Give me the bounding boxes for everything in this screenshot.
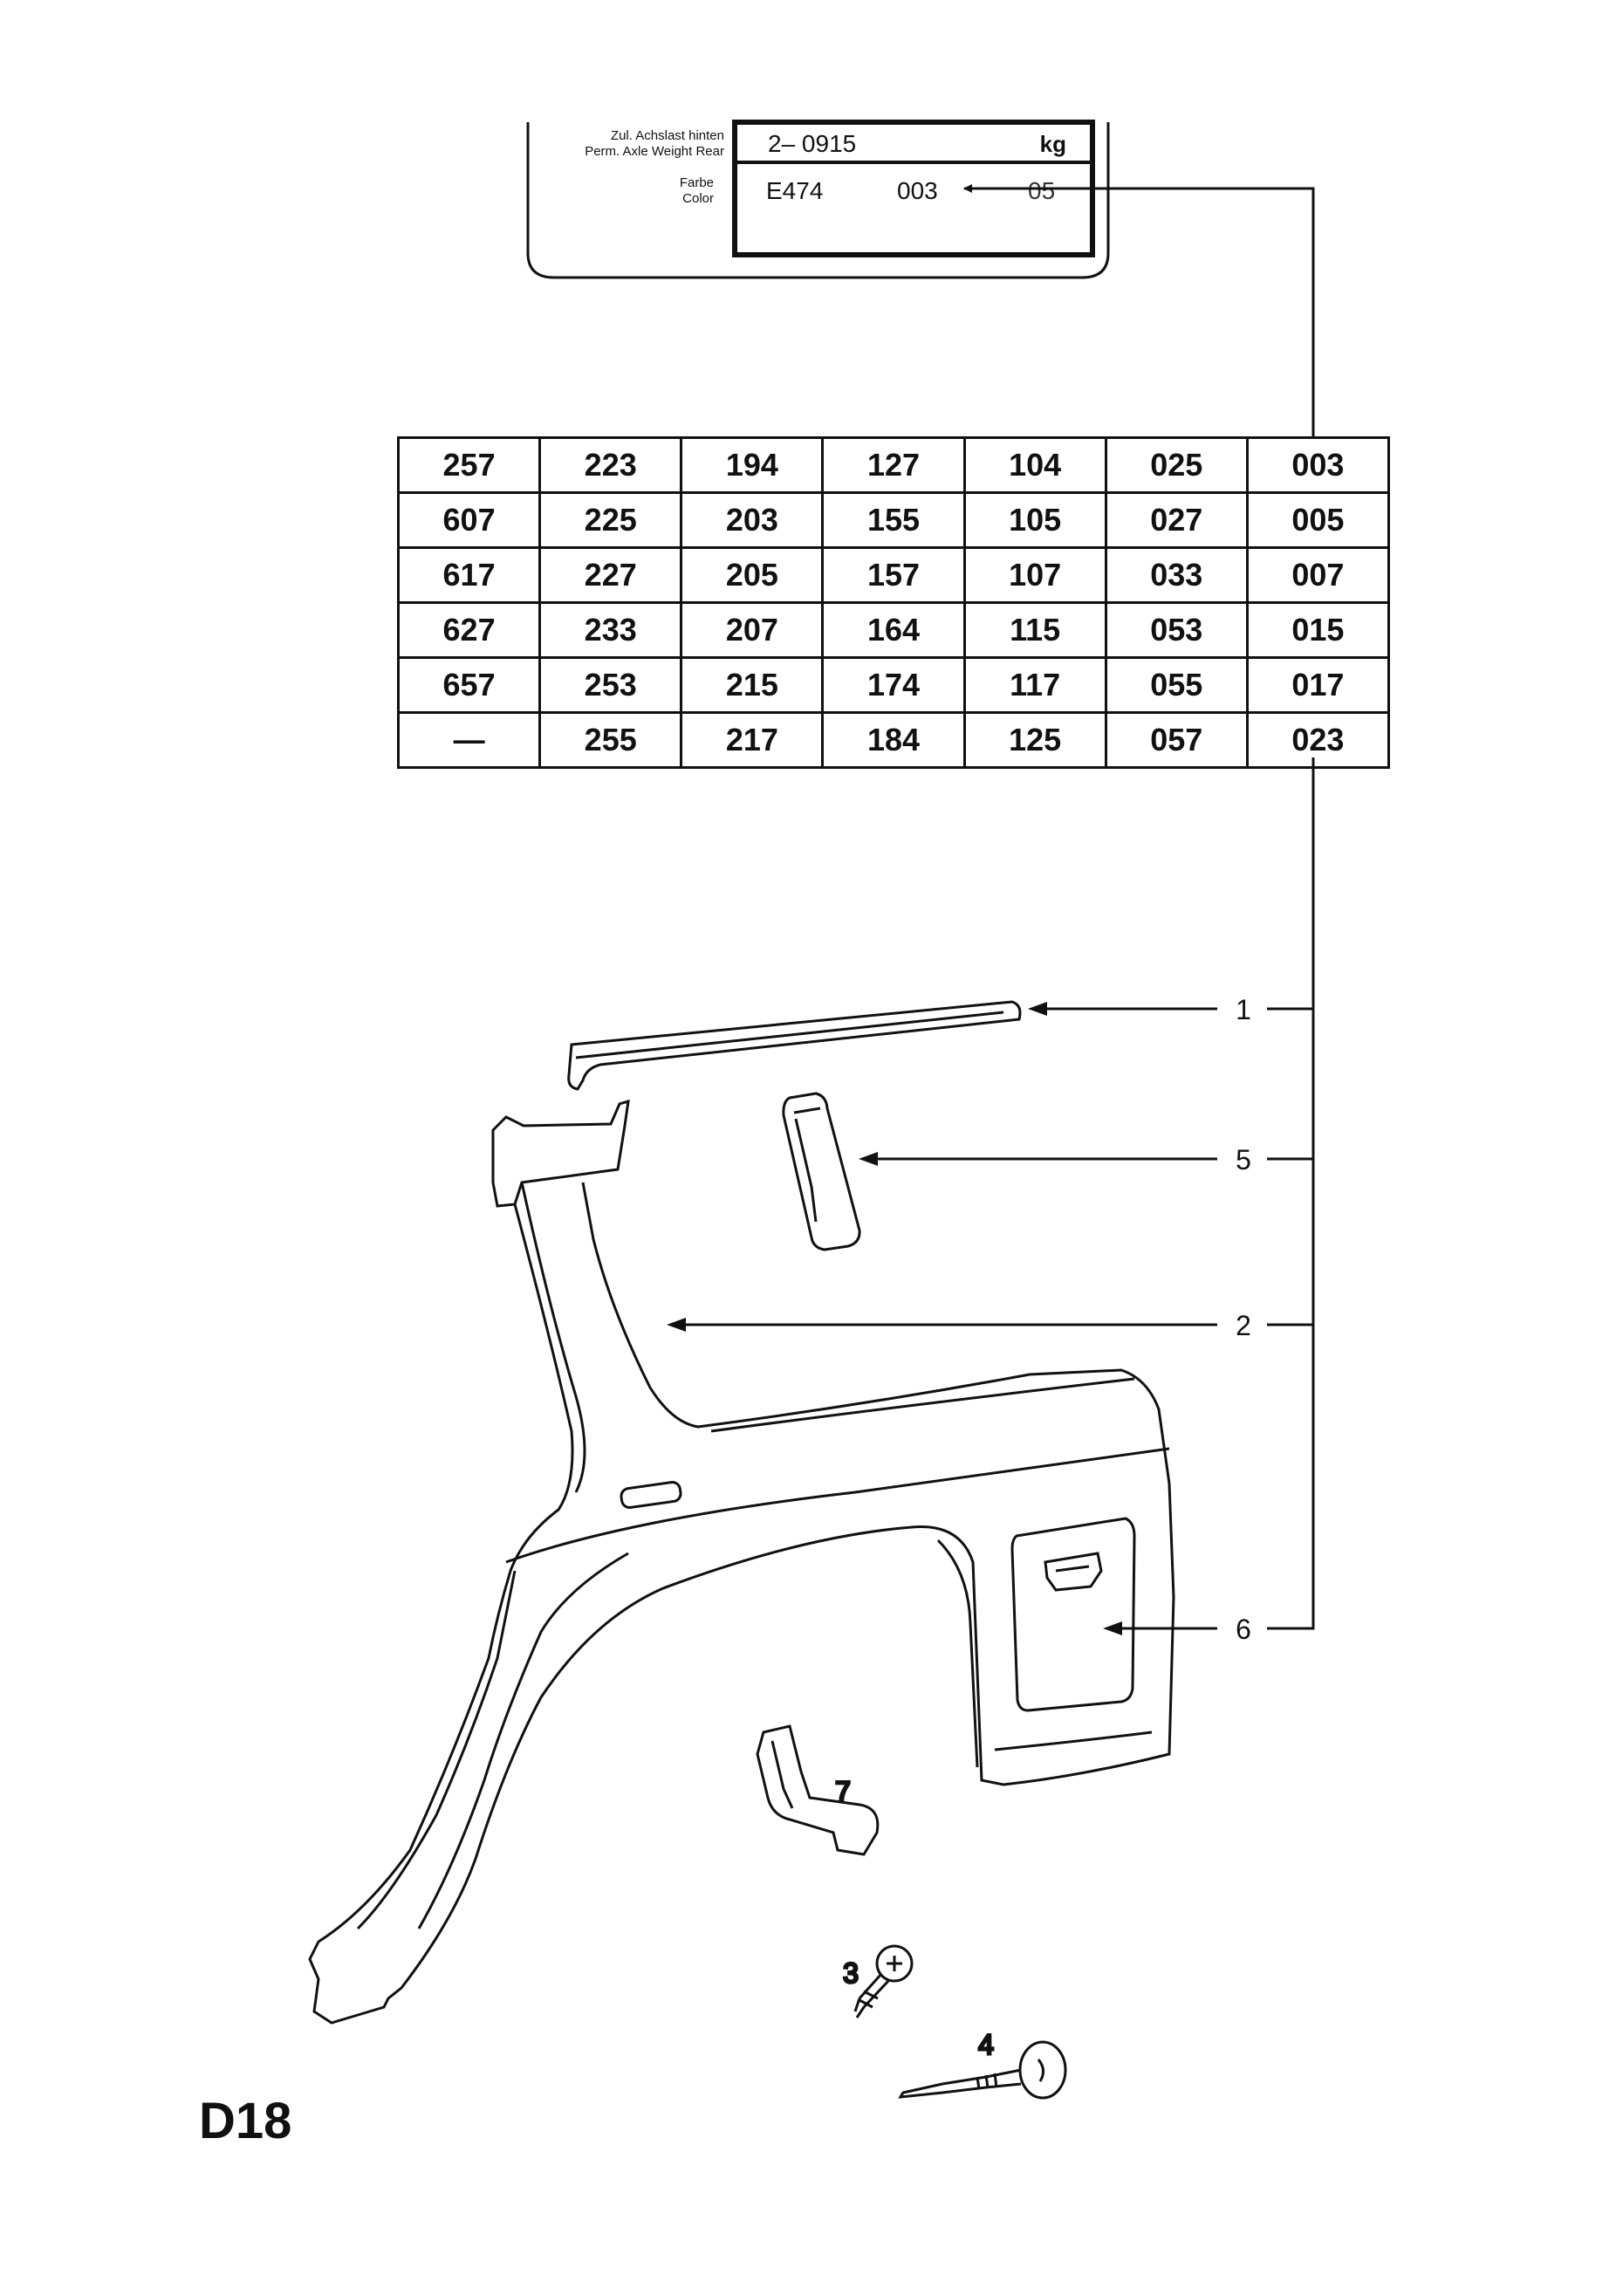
callout-6-number: 6 <box>1236 1614 1251 1645</box>
table-cell: 205 <box>680 546 825 604</box>
color-label-en: Color <box>682 191 714 206</box>
table-cell: 104 <box>962 436 1107 494</box>
table-cell: 194 <box>680 436 825 494</box>
table-cell: 257 <box>396 436 542 494</box>
table-cell: 207 <box>680 601 825 659</box>
table-cell: 027 <box>1104 491 1249 549</box>
table-cell: 227 <box>538 546 683 604</box>
table-cell: 023 <box>1245 711 1391 769</box>
table-cell: 174 <box>821 656 966 714</box>
table-cell: 117 <box>962 656 1107 714</box>
part-7-bracket: 7 <box>756 1724 880 1856</box>
part-4-fastener: 4 <box>898 2028 1067 2100</box>
table-cell: 217 <box>680 711 825 769</box>
color-code: E474 <box>766 177 823 204</box>
table-cell: 617 <box>396 546 542 604</box>
table-cell: 164 <box>821 601 966 659</box>
table-cell: 115 <box>962 601 1107 659</box>
callout-5-number: 5 <box>1236 1144 1251 1175</box>
axle-label-en: Perm. Axle Weight Rear <box>585 144 724 159</box>
table-cell: 017 <box>1245 656 1391 714</box>
axle-weight-unit: kg <box>1040 131 1066 157</box>
callout-6: 6 <box>1103 1614 1315 1645</box>
table-cell: 033 <box>1104 546 1249 604</box>
table-cell: 255 <box>538 711 683 769</box>
id-plate: Zul. Achslast hinten Perm. Axle Weight R… <box>526 120 1110 279</box>
table-cell: 025 <box>1104 436 1249 494</box>
table-cell: 233 <box>538 601 683 659</box>
table-cell: 157 <box>821 546 966 604</box>
table-cell: 015 <box>1245 601 1391 659</box>
table-cell: 203 <box>680 491 825 549</box>
table-cell: 107 <box>962 546 1107 604</box>
plate-leader-arrow <box>963 184 1315 436</box>
table-cell: 657 <box>396 656 542 714</box>
callout-3-number: 3 <box>843 1957 859 1989</box>
part-2-wheel-arch-trim <box>308 1099 1175 2025</box>
table-cell: 253 <box>538 656 683 714</box>
part-1-moulding-strip <box>567 1000 1022 1091</box>
table-cell: 105 <box>962 491 1107 549</box>
axle-weight-value: 2– 0915 <box>768 130 856 157</box>
axle-label-de: Zul. Achslast hinten <box>611 128 724 143</box>
table-cell: 225 <box>538 491 683 549</box>
table-cell: 607 <box>396 491 542 549</box>
table-cell: 055 <box>1104 656 1249 714</box>
table-cell: 053 <box>1104 601 1249 659</box>
callout-2-number: 2 <box>1236 1310 1251 1341</box>
color-number: 003 <box>897 177 938 204</box>
color-label-de: Farbe <box>680 175 714 190</box>
callout-5: 5 <box>859 1144 1313 1175</box>
callout-4-number: 4 <box>978 2029 994 2060</box>
table-cell: 057 <box>1104 711 1249 769</box>
table-cell: 627 <box>396 601 542 659</box>
page-id: D18 <box>199 2093 291 2149</box>
table-cell: 125 <box>962 711 1107 769</box>
table-cell: 003 <box>1245 436 1391 494</box>
color-trailing-number: 05 <box>1028 177 1055 204</box>
callout-7-number: 7 <box>835 1776 851 1807</box>
part-3-screw: 3 <box>842 1944 914 2018</box>
table-cell: 184 <box>821 711 966 769</box>
table-cell: 007 <box>1245 546 1391 604</box>
part-5-clip <box>782 1092 861 1251</box>
table-cell: 223 <box>538 436 683 494</box>
table-cell: 155 <box>821 491 966 549</box>
table-cell: 127 <box>821 436 966 494</box>
callout-1-number: 1 <box>1236 994 1251 1025</box>
table-cell: 005 <box>1245 491 1391 549</box>
callout-1: 1 <box>1028 994 1313 1025</box>
table-cell: 215 <box>680 656 825 714</box>
table-cell: — <box>396 711 542 769</box>
callout-2: 2 <box>667 1310 1313 1341</box>
